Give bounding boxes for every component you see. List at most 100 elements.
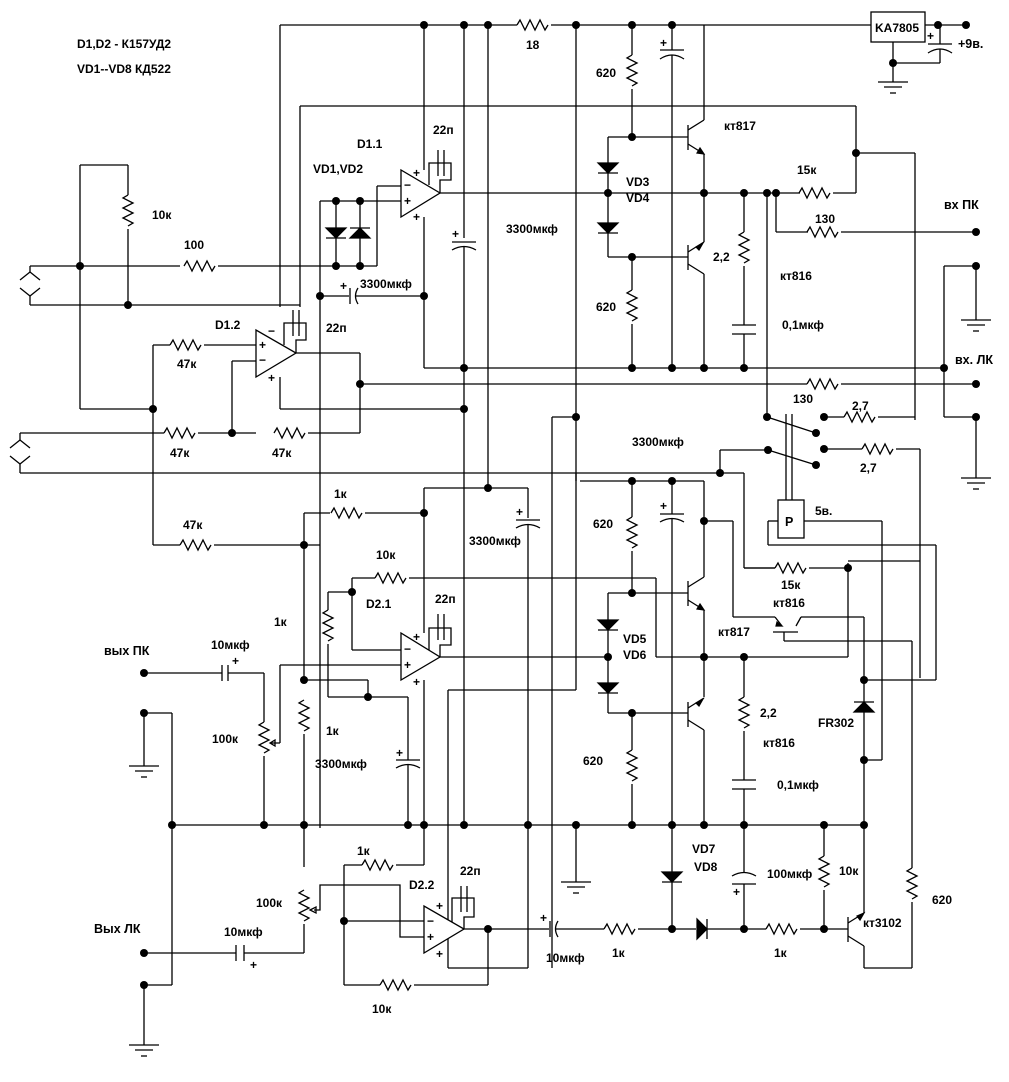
transistor-kt816-bottom <box>687 657 705 825</box>
cap-plus-mark: + <box>516 505 523 519</box>
opamp-plus-mark: + <box>413 166 420 180</box>
cap-10uf-label: 10мкф <box>546 951 585 965</box>
opamp-minus-mark: − <box>427 914 434 928</box>
resistor-47k-label: 47к <box>177 357 197 371</box>
opamp-plus-mark: + <box>404 194 411 208</box>
resistor-620-label: 620 <box>596 300 616 314</box>
diode-vd7-label: VD7 <box>692 842 716 856</box>
diode-vd3-icon <box>596 162 620 174</box>
opamp-plus-mark: + <box>404 658 411 672</box>
cap-plus-mark: + <box>733 885 740 899</box>
resistor-10k-label: 10к <box>376 548 396 562</box>
resistor-130-label: 130 <box>793 392 813 406</box>
resistor-1k-label: 1к <box>326 724 340 738</box>
resistor-620-label: 620 <box>932 893 952 907</box>
resistor-2-7-label: 2,7 <box>860 461 877 475</box>
cap-plus-mark: + <box>660 499 667 513</box>
diode-vd6-icon <box>596 682 620 694</box>
cap-plus-mark: + <box>660 36 667 50</box>
ground-icon <box>128 765 160 778</box>
resistor-47k-label: 47к <box>170 446 190 460</box>
resistor-47k-label: 47к <box>183 518 203 532</box>
opamp-plus-mark: + <box>413 210 420 224</box>
input-left-label: вх. ЛК <box>955 353 993 367</box>
opamp-d1-1: − + + + <box>400 150 452 224</box>
cap-3300-label: 3300мкф <box>506 222 558 236</box>
opamp-plus-mark: + <box>259 338 266 352</box>
cap-22p-label: 22п <box>435 592 456 606</box>
opamp-minus-mark: − <box>259 353 266 367</box>
diode-vd5-icon <box>596 619 620 631</box>
diode-vd8-label: VD8 <box>694 860 718 874</box>
opamp-minus-mark: − <box>404 178 411 192</box>
supply-rail-top <box>279 19 970 307</box>
cap-10uf-label: 10мкф <box>211 638 250 652</box>
output-right-label: вых ПК <box>104 644 150 658</box>
cap-22p-label: 22п <box>460 864 481 878</box>
relay-voltage-label: 5в. <box>815 504 832 518</box>
opamp-d2-2: − + + + <box>423 886 475 961</box>
cap-3300-label: 3300мкф <box>469 534 521 548</box>
cap-plus-mark: + <box>540 911 547 925</box>
relay-label: P <box>785 515 793 529</box>
diode-vd8-icon <box>696 917 708 941</box>
resistor-2-2-label: 2,2 <box>760 706 777 720</box>
transistor-kt817-bottom <box>687 521 706 657</box>
input-jack-icon <box>9 439 31 465</box>
resistor-2-7-label: 2,7 <box>852 399 869 413</box>
diode-vd7-icon <box>660 871 684 883</box>
opamp-d1-2: + − − + <box>255 310 307 385</box>
resistor-130-label: 130 <box>815 212 835 226</box>
cap-plus-mark: + <box>340 279 347 293</box>
transistor-kt3102-label: кт3102 <box>863 916 902 930</box>
diode-vd2-icon <box>348 227 372 239</box>
resistor-1k-label: 1к <box>274 615 288 629</box>
resistor-620-label: 620 <box>583 754 603 768</box>
resistor-10k-label: 10к <box>152 208 172 222</box>
opamp-plus-mark: + <box>413 675 420 689</box>
cap-plus-mark: + <box>452 227 459 241</box>
transistor-kt3102 <box>847 825 912 969</box>
transistor-kt817-label: кт817 <box>724 119 756 133</box>
cap-10uf-label: 10мкф <box>224 925 263 939</box>
opamp-type-note: D1,D2 - К157УД2 <box>77 37 171 51</box>
opamp-d1-2-label: D1.2 <box>215 318 241 332</box>
resistor-620-label: 620 <box>596 66 616 80</box>
cap-plus-mark: + <box>232 654 239 668</box>
transistor-kt816-label: кт816 <box>763 736 795 750</box>
resistor-1k-label: 1к <box>357 844 371 858</box>
cap-plus-mark: + <box>927 29 934 43</box>
input-jack-icon <box>19 271 41 297</box>
ground-icon <box>560 881 592 894</box>
resistor-15k-label: 15к <box>781 578 801 592</box>
transistor-kt816-label: кт816 <box>773 596 805 610</box>
opamp-d2-2-label: D2.2 <box>409 878 435 892</box>
diode-vd5-label: VD5 <box>623 632 647 646</box>
resistor-620-label: 620 <box>593 517 613 531</box>
ground-icon <box>877 81 909 94</box>
cap-22p-label: 22п <box>433 123 454 137</box>
transistor-kt816-top <box>687 193 705 368</box>
resistor-1k-label: 1к <box>334 487 348 501</box>
cap-0-1-label: 0,1мкф <box>777 778 819 792</box>
opamp-minus-mark: − <box>268 324 275 338</box>
diode-type-note: VD1--VD8 КД522 <box>77 62 171 76</box>
cap-0-1-label: 0,1мкф <box>782 318 824 332</box>
cap-plus-mark: + <box>250 958 257 972</box>
regulator-ka7805 <box>870 11 926 43</box>
ground-icon <box>960 319 992 332</box>
regulator-label: KA7805 <box>875 21 919 35</box>
transistor-kt817-label: кт817 <box>718 625 750 639</box>
resistor-1k-label: 1к <box>612 946 626 960</box>
pot-100k-label: 100к <box>212 732 239 746</box>
diode-fr302-label: FR302 <box>818 716 854 730</box>
resistor-18-label: 18 <box>526 38 540 52</box>
opamp-minus-mark: − <box>404 642 411 656</box>
input-right-label: вх ПК <box>944 198 979 212</box>
diode-vd3-label: VD3 <box>626 175 650 189</box>
opamp-plus-mark: + <box>436 947 443 961</box>
opamp-d2-1: − + + + <box>400 614 452 689</box>
ground-icon <box>128 1044 160 1057</box>
resistor-47k-label: 47к <box>272 446 292 460</box>
supply-voltage-label: +9в. <box>958 37 983 51</box>
